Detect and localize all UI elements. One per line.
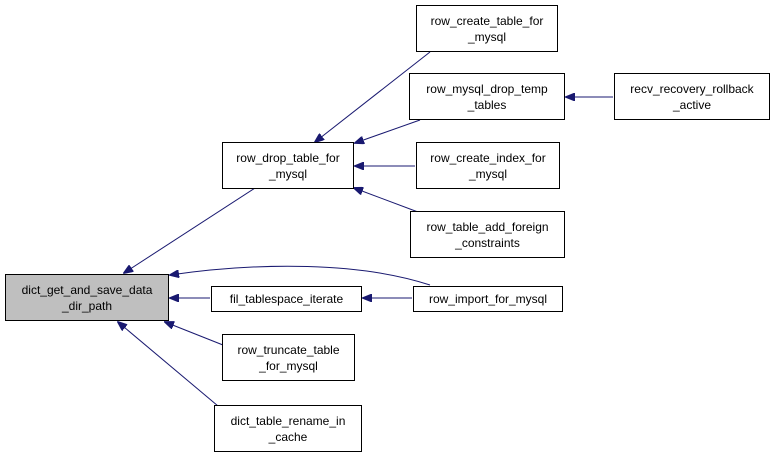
node-label: row_create_index_for bbox=[430, 150, 546, 165]
edge-dict-table-rename-to-dict-get bbox=[118, 322, 219, 407]
node-dict-get-and-save-data-dir-path[interactable]: dict_get_and_save_data _dir_path bbox=[5, 274, 169, 321]
node-label: dict_get_and_save_data bbox=[21, 282, 153, 297]
node-label: dict_table_rename_in bbox=[230, 413, 346, 428]
node-label: _cache bbox=[268, 429, 308, 444]
node-fil-tablespace-iterate[interactable]: fil_tablespace_iterate bbox=[211, 286, 362, 312]
node-label: _mysql bbox=[467, 29, 506, 44]
edge-row-table-add-foreign-to-row-drop bbox=[354, 188, 419, 213]
edge-row-drop-table-to-dict-get bbox=[124, 187, 256, 273]
node-label: _constraints bbox=[455, 235, 520, 250]
node-label: row_table_add_foreign bbox=[426, 219, 549, 234]
node-label: _dir_path bbox=[61, 298, 113, 313]
node-label: row_truncate_table bbox=[237, 342, 340, 357]
edge-row-create-table-to-row-drop bbox=[315, 51, 431, 142]
node-row-import-for-mysql[interactable]: row_import_for_mysql bbox=[413, 286, 563, 312]
node-label: fil_tablespace_iterate bbox=[229, 292, 344, 306]
node-label: row_create_table_for bbox=[430, 13, 544, 28]
edge-row-import-to-dict-get bbox=[170, 265, 431, 286]
node-label: _mysql bbox=[268, 166, 307, 181]
node-row-truncate-table-for-mysql[interactable]: row_truncate_table _for_mysql bbox=[222, 334, 355, 381]
node-row-table-add-foreign-constraints[interactable]: row_table_add_foreign _constraints bbox=[410, 211, 565, 258]
edge-row-mysql-drop-temp-to-row-drop bbox=[355, 119, 421, 143]
node-label: _tables bbox=[467, 97, 507, 112]
node-label: row_mysql_drop_temp bbox=[426, 81, 548, 96]
node-label: _for_mysql bbox=[259, 358, 318, 373]
node-recv-recovery-rollback-active[interactable]: recv_recovery_rollback _active bbox=[614, 73, 770, 120]
node-label: row_import_for_mysql bbox=[428, 292, 548, 306]
node-row-drop-table-for-mysql[interactable]: row_drop_table_for _mysql bbox=[222, 142, 354, 189]
node-row-mysql-drop-temp-tables[interactable]: row_mysql_drop_temp _tables bbox=[409, 73, 565, 120]
node-label: recv_recovery_rollback bbox=[630, 81, 754, 96]
node-label: row_drop_table_for bbox=[236, 150, 340, 165]
node-label: _mysql bbox=[468, 166, 507, 181]
edge-row-truncate-to-dict-get bbox=[165, 322, 229, 348]
node-row-create-table-for-mysql[interactable]: row_create_table_for _mysql bbox=[416, 5, 558, 52]
node-label: _active bbox=[672, 97, 712, 112]
node-row-create-index-for-mysql[interactable]: row_create_index_for _mysql bbox=[416, 142, 560, 189]
node-dict-table-rename-in-cache[interactable]: dict_table_rename_in _cache bbox=[214, 405, 362, 452]
